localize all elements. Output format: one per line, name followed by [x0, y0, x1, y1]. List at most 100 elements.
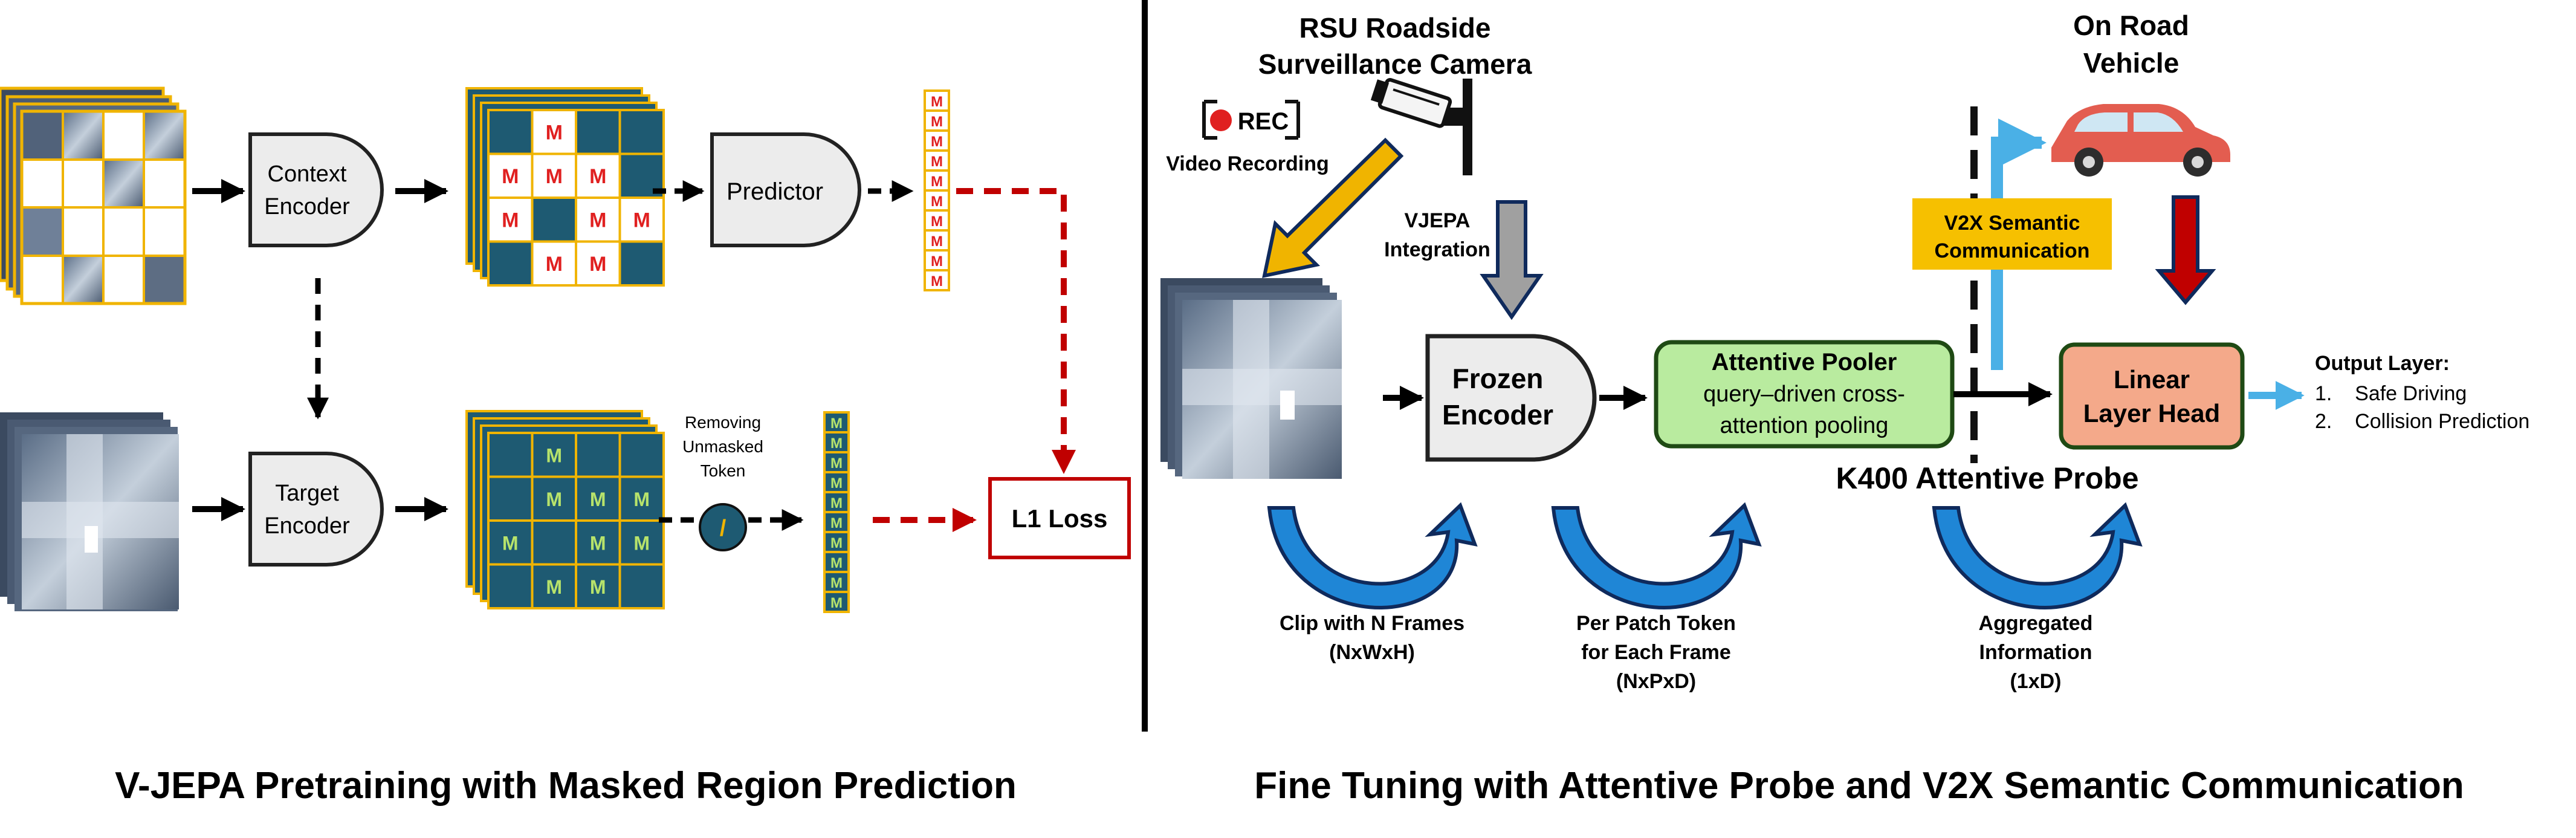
curve-arrow-clip: [1267, 502, 1478, 609]
target-token-cell: [618, 432, 665, 478]
mask-token-green: M: [546, 489, 562, 510]
pooler-desc-2: attention pooling: [1720, 413, 1889, 438]
mask-token-red: M: [589, 209, 606, 232]
car-to-head-arrow: [2155, 195, 2216, 305]
vehicle-title-2: Vehicle: [2083, 47, 2180, 79]
mask-token-red: M: [546, 165, 563, 188]
target-column-letter: M: [830, 555, 843, 571]
predicted-mask-letter: M: [931, 174, 943, 190]
linear-head-box: Linear Layer Head: [2059, 342, 2245, 450]
predicted-mask-letter: M: [931, 233, 943, 250]
target-token-cell: [487, 519, 534, 566]
attentive-pooler-box: Attentive Pooler query–driven cross- att…: [1654, 340, 1955, 449]
target-column-cell: [823, 491, 850, 513]
context-video-stack: [0, 86, 187, 305]
slash-symbol: /: [720, 516, 727, 541]
linear-head-label-1: Linear: [2114, 365, 2190, 394]
target-column-cell: [823, 531, 850, 553]
mask-token-green: M: [546, 444, 562, 466]
k400-probe-label: K400 Attentive Probe: [1836, 461, 2138, 495]
frozen-encoder-box: Frozen Encoder: [1425, 334, 1597, 462]
predicted-mask-letter: M: [931, 273, 943, 290]
blue-curve-arrow-shape: [1932, 502, 2143, 609]
context-token-cell: [487, 240, 534, 287]
predicted-mask-letter: M: [931, 114, 943, 130]
remove-token-label-2: Unmasked: [682, 437, 763, 456]
mask-token-green: M: [633, 532, 650, 554]
context-token-cell: [531, 197, 577, 243]
context-token-cell: [618, 109, 665, 155]
blue-curve-arrow-shape: [1551, 502, 1762, 609]
l1-loss-box: L1 Loss: [988, 477, 1131, 559]
mask-token-green: M: [590, 532, 606, 554]
output-layer-title: Output Layer:: [2315, 352, 2450, 375]
predicted-mask-letter: M: [931, 134, 943, 150]
remove-token-label-3: Token: [701, 461, 746, 480]
predicted-token-cell: [924, 109, 950, 132]
predicted-mask-letter: M: [931, 154, 943, 170]
rsu-title-line-1: RSU Roadside: [1299, 12, 1491, 44]
v2x-comm-badge: V2X Semantic Communication: [1912, 198, 2112, 270]
vjepa-integration-label-1: VJEPA: [1405, 209, 1471, 232]
context-token-cell: [618, 240, 665, 287]
context-token-cell: [575, 109, 621, 155]
target-column-cell: [823, 511, 850, 533]
clip-label-1: Clip with N Frames: [1280, 612, 1464, 635]
target-column-cell: [823, 471, 850, 493]
mask-token-green: M: [590, 576, 606, 598]
output-item-1: 1. Safe Driving: [2315, 382, 2467, 405]
mask-token-red: M: [589, 253, 606, 276]
context-encoder-box: Context Encoder: [248, 132, 384, 247]
target-token-cell: [575, 563, 621, 609]
gold-arrow-camera-to-video: [1262, 137, 1404, 278]
predicted-mask-letter: M: [931, 94, 943, 110]
predictor-box: Predictor: [710, 132, 861, 247]
predictor-label: Predictor: [727, 178, 823, 205]
target-column-cell: [823, 591, 850, 613]
predicted-token-cell: [924, 89, 950, 112]
context-encoder-label-2: Encoder: [264, 194, 350, 219]
rec-label: REC: [1238, 108, 1289, 135]
vjepa-integration-label-2: Integration: [1384, 238, 1490, 261]
pooler-desc-1: query–driven cross-: [1703, 382, 1905, 407]
pooler-title: Attentive Pooler: [1712, 349, 1897, 375]
aggregated-label-2: Information: [1979, 641, 2092, 664]
mask-token-red: M: [546, 121, 563, 144]
mask-token-green: M: [546, 576, 562, 598]
mask-token-red: M: [546, 253, 563, 276]
target-token-cell: [575, 432, 621, 478]
target-column-letter: M: [830, 535, 843, 551]
mask-token-green: M: [633, 489, 650, 510]
l1-loss-label: L1 Loss: [1012, 504, 1108, 533]
clip-video-stack: [1160, 278, 1342, 479]
v2x-label-2: Communication: [1935, 239, 2090, 262]
video-recording-label: Video Recording: [1166, 152, 1329, 175]
target-token-cell: [487, 475, 534, 522]
target-column-letter: M: [830, 595, 843, 611]
target-token-cell: [487, 432, 534, 478]
target-token-cell: [618, 519, 665, 566]
linear-head-label-2: Layer Head: [2083, 399, 2220, 427]
vehicle-title-1: On Road: [2073, 10, 2189, 41]
context-encoder-label-1: Context: [268, 161, 347, 187]
left-caption: V-JEPA Pretraining with Masked Region Pr…: [115, 765, 1017, 807]
patch-label-1: Per Patch Token: [1576, 612, 1736, 635]
remove-token-operator: /: [699, 503, 747, 551]
target-token-cell: [531, 563, 577, 609]
predicted-token-cell: [924, 189, 950, 212]
context-masked-frame: [20, 109, 187, 305]
v2x-label-1: V2X Semantic: [1944, 212, 2080, 235]
output-item-2: 2. Collision Prediction: [2315, 410, 2529, 433]
mask-token-green: M: [590, 489, 606, 510]
aggregated-label-1: Aggregated: [1979, 612, 2093, 635]
car-icon: [2051, 104, 2230, 177]
rsu-title-line-2: Surveillance Camera: [1258, 48, 1532, 80]
record-dot-icon: [1210, 109, 1232, 131]
mask-token-red: M: [502, 209, 519, 232]
mask-token-red: M: [502, 165, 519, 188]
target-column-letter: M: [830, 415, 843, 432]
